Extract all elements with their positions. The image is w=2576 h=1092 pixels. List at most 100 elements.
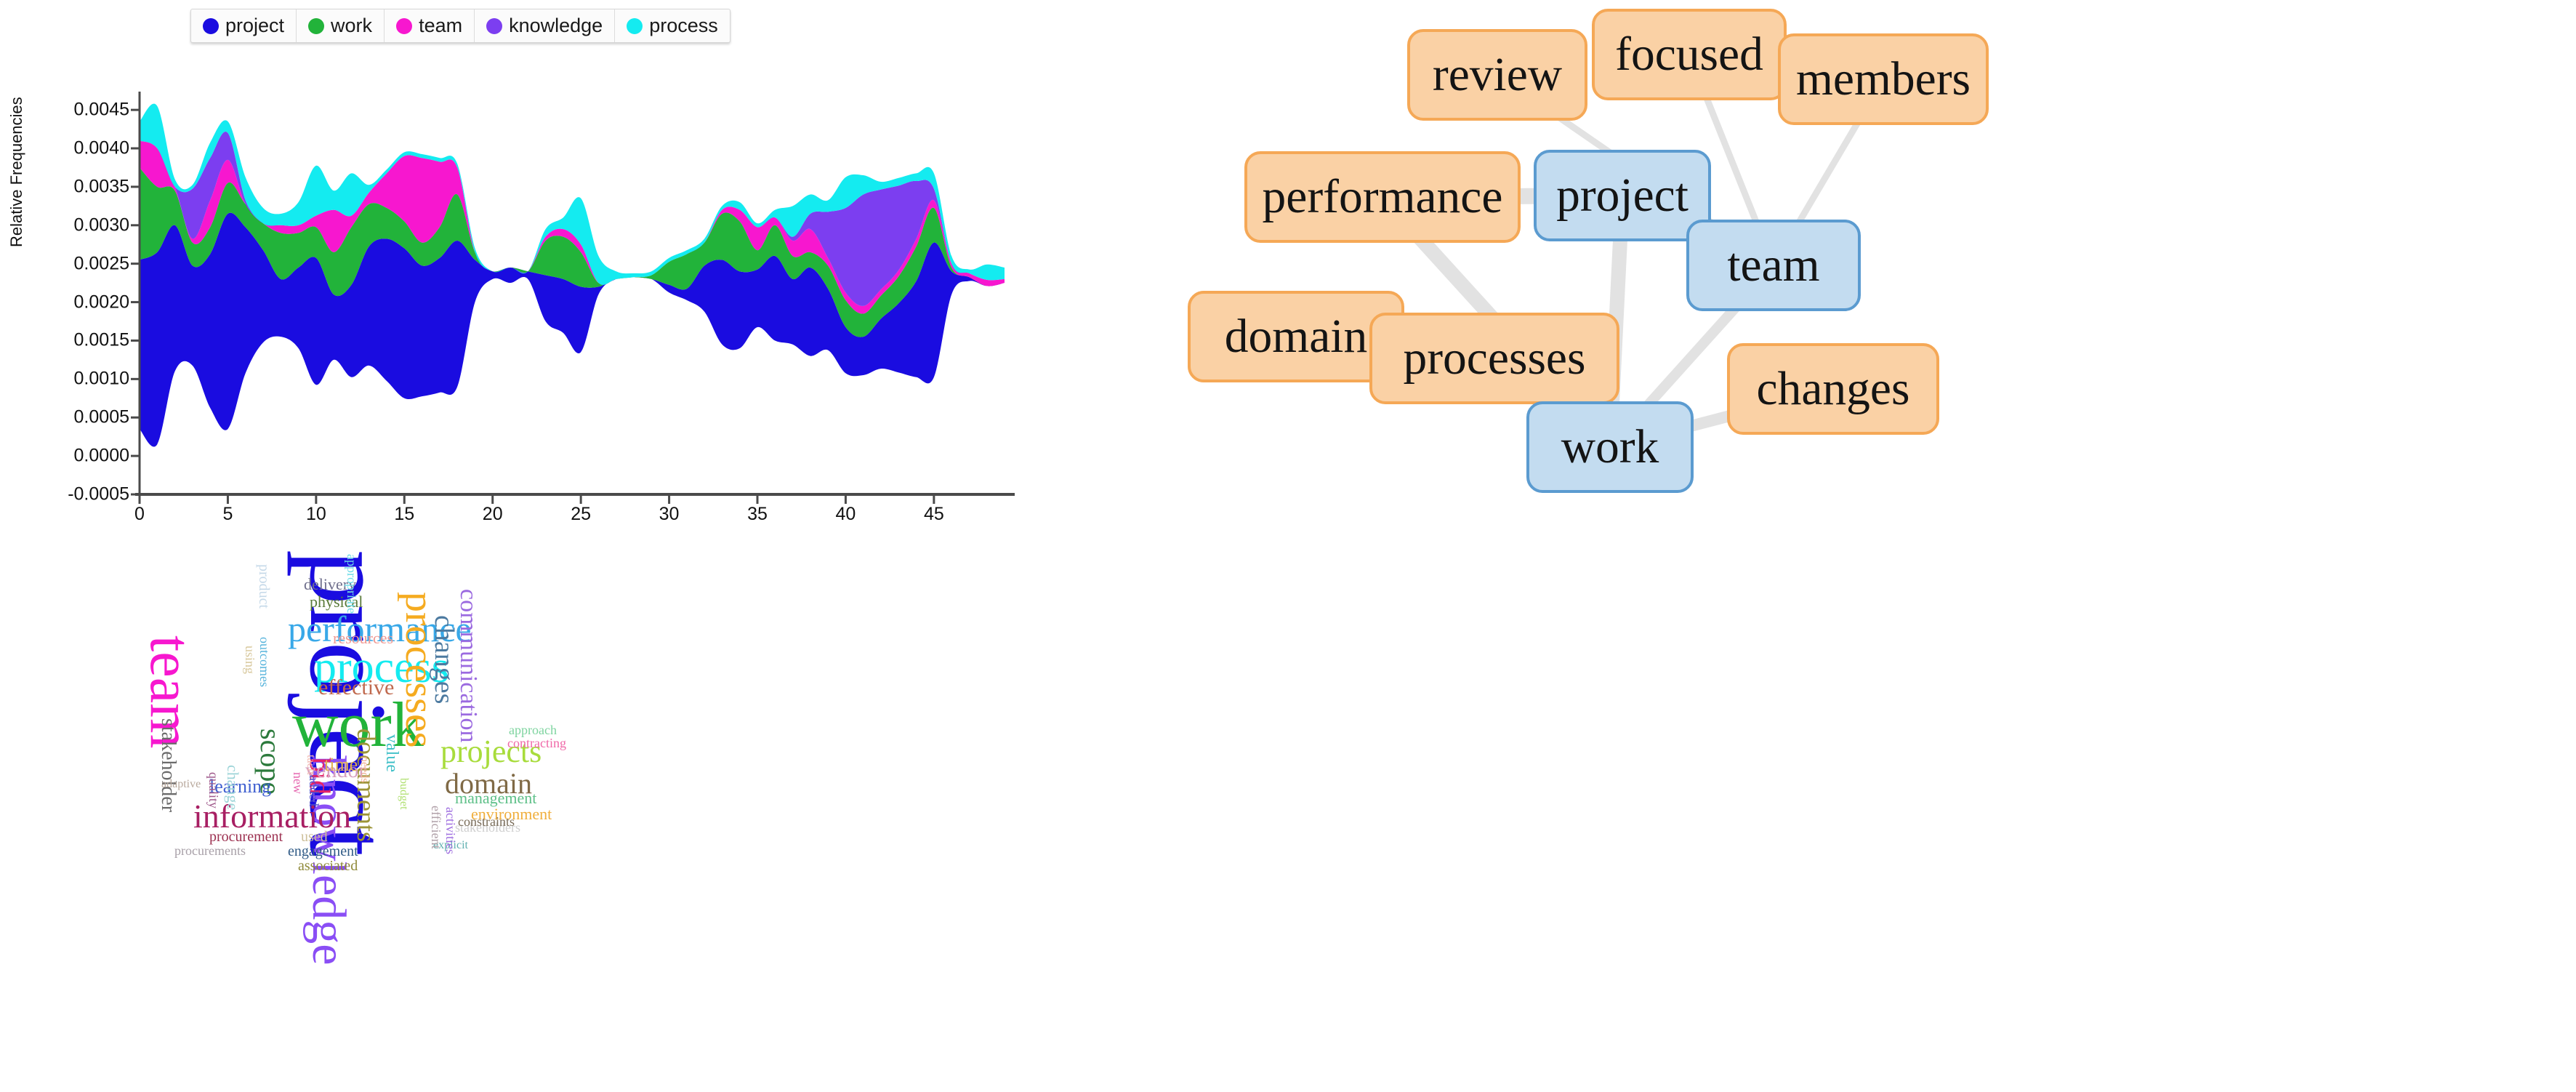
word-cloud-term: quality <box>206 772 221 808</box>
word-cloud-term: effective <box>318 675 395 699</box>
word-cloud-term: information <box>193 798 352 835</box>
network-node-processes[interactable]: processes <box>1369 313 1619 404</box>
y-tick-label: 0.0000 <box>73 445 129 466</box>
network-node-review[interactable]: review <box>1407 29 1587 121</box>
legend-item-project[interactable]: project <box>191 9 297 42</box>
word-cloud-term: procurement <box>209 829 283 845</box>
legend-item-knowledge[interactable]: knowledge <box>475 9 616 42</box>
network-node-work[interactable]: work <box>1526 401 1694 493</box>
word-cloud-term: resources <box>333 629 394 647</box>
network-node-focused[interactable]: focused <box>1592 9 1787 100</box>
word-cloud-term: communication <box>455 589 482 743</box>
y-tick-label: 0.0045 <box>73 99 129 120</box>
legend-label: team <box>419 15 463 36</box>
word-cloud-term: needs <box>358 756 371 783</box>
word-cloud-term: engagement <box>288 843 358 859</box>
stream-plot-area <box>131 92 1015 504</box>
word-cloud-term: learning <box>209 776 272 797</box>
word-cloud-term: adaptive <box>161 778 201 790</box>
word-cloud-term: delivery <box>304 575 357 593</box>
network-node-members[interactable]: members <box>1778 33 1989 125</box>
word-cloud-term: performance <box>288 609 472 649</box>
legend-label: knowledge <box>509 15 603 36</box>
word-cloud-term: change <box>224 765 242 811</box>
word-cloud-term: stakeholder <box>157 718 180 813</box>
word-cloud-term: added <box>307 775 321 806</box>
x-tick-label: 20 <box>482 504 503 524</box>
y-tick-label: 0.0030 <box>73 214 129 236</box>
network-node-label: domain <box>1224 310 1368 363</box>
network-node-label: members <box>1795 52 1971 105</box>
network-node-changes[interactable]: changes <box>1727 343 1939 435</box>
word-cloud-term: vendor <box>305 758 366 782</box>
word-cloud-term: domain <box>445 767 532 800</box>
word-cloud-term: physical <box>310 593 363 611</box>
network-node-team[interactable]: team <box>1686 220 1861 311</box>
x-tick-label: 5 <box>222 504 233 524</box>
legend-label: process <box>649 15 718 36</box>
x-tick-label: 25 <box>571 504 592 524</box>
network-node-performance[interactable]: performance <box>1244 151 1521 243</box>
legend-item-work[interactable]: work <box>297 9 385 42</box>
word-cloud-term: new <box>291 772 305 794</box>
network-node-label: focused <box>1615 28 1763 81</box>
word-cloud-term: using <box>243 646 257 675</box>
word-cloud-term: approach <box>509 723 557 737</box>
legend-label: work <box>331 15 373 36</box>
y-tick-label: 0.0005 <box>73 406 129 427</box>
network-node-label: performance <box>1262 170 1503 223</box>
stream-band-knowledge <box>140 132 1005 306</box>
network-node-label: project <box>1556 169 1689 222</box>
word-cloud-term: time <box>324 754 358 775</box>
word-cloud-term: process <box>314 643 449 692</box>
network-node-label: team <box>1727 238 1820 292</box>
x-tick-label: 0 <box>134 504 145 524</box>
stream-band-project <box>140 212 1005 447</box>
legend-label: project <box>225 15 285 36</box>
word-cloud-term: tacit <box>305 755 317 775</box>
y-tick-label: -0.0005 <box>68 483 129 505</box>
word-cloud-term: associated <box>298 858 358 874</box>
network-node-label: review <box>1432 48 1563 101</box>
legend-swatch-knowledge-icon <box>486 17 503 34</box>
y-tick-label: 0.0040 <box>73 137 129 158</box>
word-cloud-term: stakeholders <box>455 820 520 835</box>
word-cloud-term: outcomes <box>257 637 272 687</box>
legend-item-process[interactable]: process <box>615 9 730 42</box>
x-tick-label: 10 <box>305 504 326 524</box>
legend-swatch-work-icon <box>308 17 325 34</box>
y-tick-label: 0.0020 <box>73 292 129 313</box>
chart-axes <box>131 92 1015 504</box>
legend-swatch-process-icon <box>627 17 643 34</box>
legend-swatch-team-icon <box>396 17 413 34</box>
word-cloud-term: value <box>382 734 401 772</box>
word-cloud-term: used <box>301 829 328 845</box>
word-cloud-term: product <box>256 564 272 609</box>
x-tick-label: 40 <box>835 504 856 524</box>
stream-band-process <box>140 103 1005 285</box>
word-cloud-term: work <box>292 690 424 760</box>
legend-swatch-project-icon <box>203 17 219 34</box>
word-cloud-term: projects <box>440 734 542 769</box>
network-node-label: processes <box>1403 332 1586 385</box>
y-tick-label: 0.0025 <box>73 253 129 274</box>
network-node-label: changes <box>1756 362 1910 415</box>
x-tick-label: 30 <box>659 504 680 524</box>
word-cloud-term: changes <box>429 615 459 704</box>
x-tick-label: 15 <box>394 504 415 524</box>
word-cloud-term: documents <box>352 728 381 842</box>
legend-item-team[interactable]: team <box>385 9 475 42</box>
word-cloud-term: contracting <box>507 736 566 750</box>
x-tick-label: 35 <box>747 504 768 524</box>
stream-band-work <box>140 167 1005 337</box>
network-node-project[interactable]: project <box>1534 150 1711 241</box>
y-tick-label: 0.0010 <box>73 368 129 389</box>
stream-chart-legend: project work team knowledge process <box>190 9 730 43</box>
word-cloud-term: explicit <box>433 839 468 851</box>
word-cloud-term: management <box>455 789 537 807</box>
